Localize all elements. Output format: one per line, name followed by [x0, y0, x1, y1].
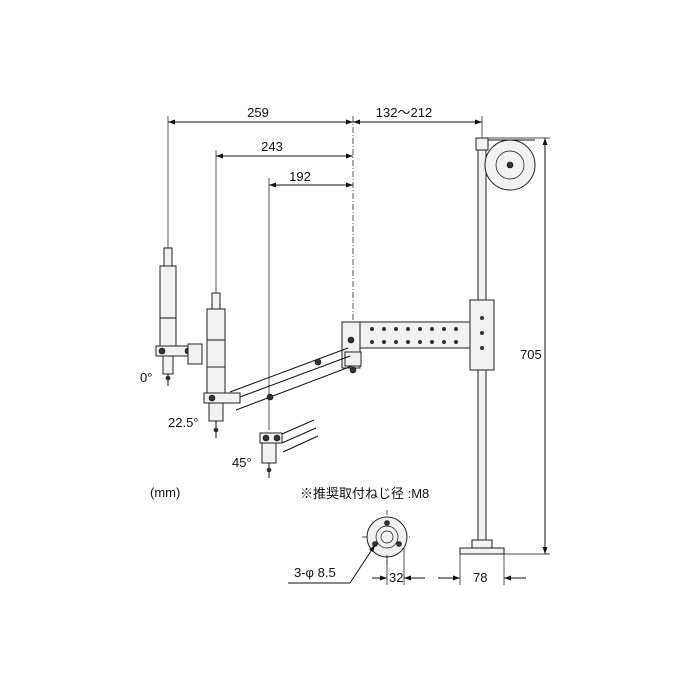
dimension-705-label: 705 — [520, 347, 542, 362]
dimension-259: 259 — [167, 105, 353, 255]
angle-22-5-label: 22.5° — [168, 415, 199, 430]
dimension-192: 192 — [268, 169, 353, 430]
support-column — [459, 137, 505, 555]
dimension-32: 32 — [372, 548, 425, 585]
dimension-243-label: 243 — [261, 139, 283, 154]
dimension-132-212-label: 132～212 — [376, 105, 432, 120]
horizontal-arm — [344, 316, 484, 350]
tool-position-22-5 — [203, 292, 241, 438]
arm-joint-head — [341, 321, 362, 374]
tool-position-45 — [259, 419, 319, 478]
dimension-132-212: 132～212 — [353, 105, 483, 138]
dimension-705: 705 — [488, 137, 550, 555]
unit-label: (mm) — [150, 485, 180, 500]
dimension-78: 78 — [438, 554, 526, 585]
hole-callout-label: 3-φ 8.5 — [294, 565, 336, 580]
parallel-link-arm — [229, 347, 353, 411]
dimension-243: 243 — [215, 139, 353, 295]
hole-callout: 3-φ 8.5 — [288, 544, 376, 584]
mounting-note: ※推奨取付ねじ径 :M8 — [300, 486, 429, 501]
balancer-reel — [484, 139, 536, 191]
dimension-192-label: 192 — [289, 169, 311, 184]
tool-position-0 — [155, 247, 203, 386]
angle-0-label: 0° — [140, 370, 152, 385]
angle-45-label: 45° — [232, 455, 252, 470]
dimension-32-label: 32 — [389, 570, 403, 585]
dimension-259-label: 259 — [247, 105, 269, 120]
dimension-78-label: 78 — [473, 570, 487, 585]
base-plate-top-view — [362, 510, 412, 568]
